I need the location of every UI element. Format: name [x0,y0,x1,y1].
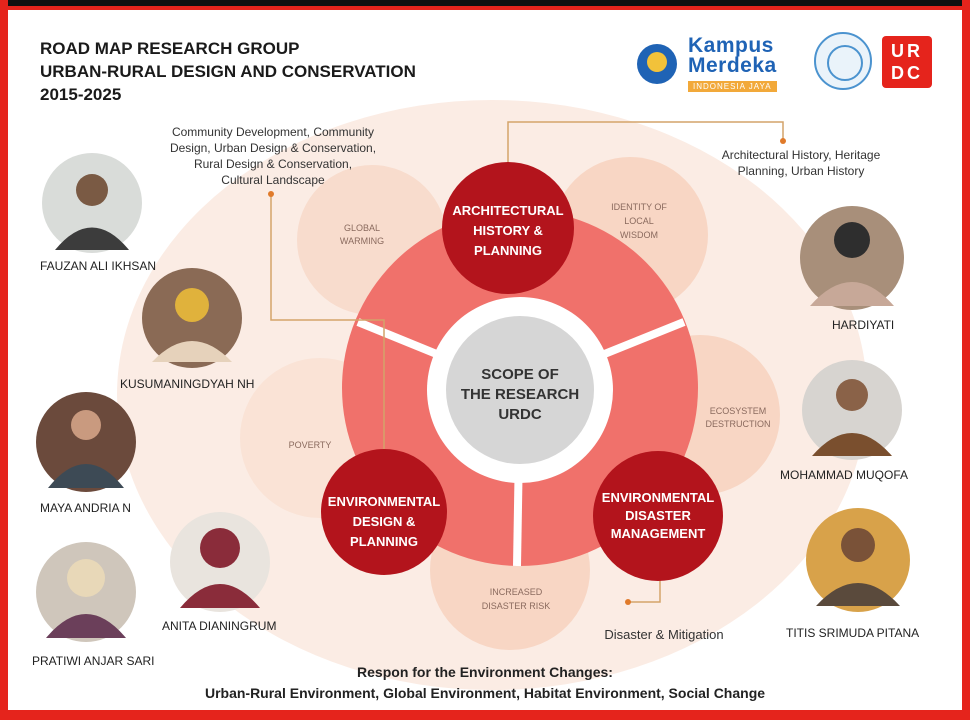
person-name-muqofa: MOHAMMAD MUQOFA [780,468,908,482]
scope-architectural-label: ARCHITECTURAL HISTORY & PLANNING [442,201,574,261]
title-line-3: 2015-2025 [40,85,122,104]
connector-disaster [628,578,661,603]
tut-wuri-logo [637,44,677,84]
title-line-2: URBAN-RURAL DESIGN AND CONSERVATION [40,62,416,81]
portrait-anita [170,512,270,612]
person-name-fauzan: FAUZAN ALI IKHSAN [40,259,157,273]
issue-identity: IDENTITY OF LOCAL WISDOM [598,200,680,242]
center-label: SCOPE OF THE RESEARCH URDC [446,365,594,425]
person-name-pratiwi: PRATIWI ANJAR SARI [32,654,155,668]
page-title: ROAD MAP RESEARCH GROUP URBAN-RURAL DESI… [40,37,416,106]
urdc-logo-top: UR [891,41,923,61]
person-name-hardiyati: HARDIYATI [832,318,895,332]
issue-poverty-line-1: POVERTY [288,440,332,450]
person-name-anita: ANITA DIANINGRUM [162,619,277,633]
frame-bottom [0,710,970,720]
issue-ecosystem-line-2: DESTRUCTION [705,419,771,429]
issue-global-warming: GLOBAL WARMING [322,222,402,248]
center-line-2: THE RESEARCH [460,386,580,403]
scope-environmental-design [321,449,447,575]
portrait-kusumaningdyah [142,268,242,368]
footer-line-2: Urban-Rural Environment, Global Environm… [204,685,766,701]
scope-architectural-line-1: ARCHITECTURAL [452,203,564,218]
scope-disaster-line-1: ENVIRONMENTAL [601,490,715,505]
urdc-logo-bottom: DC [891,63,923,83]
issue-identity-line-1: IDENTITY OF [611,202,667,212]
description-history-line-1: Architectural History, Heritage [721,148,881,162]
description-community: Community Development, Community Design,… [148,124,398,188]
person-name-kusumaningdyah: KUSUMANINGDYAH NH [120,377,255,391]
portrait-hardiyati [800,206,904,310]
person-name-titis: TITIS SRIMUDA PITANA [786,626,920,640]
scope-disaster-label: ENVIRONMENTAL DISASTER MANAGEMENT [592,489,724,543]
scope-architectural [442,162,574,294]
scope-environmental-design-line-2: DESIGN & [352,514,416,529]
issue-global-warming-line-1: GLOBAL [343,223,381,233]
issue-global-warming-line-2: WARMING [339,236,385,246]
issue-disaster-risk-line-1: INCREASED [489,587,543,597]
description-community-line-1: Community Development, Community [171,125,375,139]
description-community-line-4: Cultural Landscape [221,173,325,187]
university-seal-logo [814,32,872,90]
issue-identity-line-3: WISDOM [620,230,658,240]
description-community-line-2: Design, Urban Design & Conservation, [169,141,377,155]
kampus-logo-line-1: Kampus [688,34,774,57]
footer-line-1: Respon for the Environment Changes: [357,664,613,680]
portrait-titis [806,508,910,612]
frame-left [0,0,8,720]
issue-disaster-risk: INCREASED DISASTER RISK [466,585,566,613]
connector-dot-mitigation [625,599,631,605]
frame-top-line [0,0,970,6]
issue-ecosystem-line-1: ECOSYSTEM [709,406,767,416]
issue-disaster-risk-line-2: DISASTER RISK [481,601,551,611]
portrait-muqofa [802,360,902,460]
description-mitigation: Disaster & Mitigation [604,627,724,642]
frame-right [962,0,970,720]
description-history: Architectural History, Heritage Planning… [696,147,906,179]
center-line-3: URDC [498,406,542,423]
kampus-merdeka-logo: Kampus Merdeka INDONESIA JAYA [688,34,806,94]
scope-environmental-design-label: ENVIRONMENTAL DESIGN & PLANNING [318,492,450,552]
description-community-line-3: Rural Design & Conservation, [193,157,353,171]
issue-ecosystem: ECOSYSTEM DESTRUCTION [688,405,788,431]
portrait-maya [36,392,136,492]
scope-environmental-design-line-1: ENVIRONMENTAL [327,494,441,509]
scope-disaster [593,451,723,581]
kampus-logo-tag: INDONESIA JAYA [688,81,777,92]
description-history-line-2: Planning, Urban History [737,164,865,178]
person-name-maya: MAYA ANDRIA N [40,501,131,515]
frame-top-red [0,6,970,10]
issue-poverty: POVERTY [270,439,350,452]
connector-dot-history [780,138,786,144]
scope-architectural-line-2: HISTORY & [473,223,543,238]
connector-dot-community [268,191,274,197]
connector-architectural [507,121,784,163]
title-line-1: ROAD MAP RESEARCH GROUP [40,39,300,58]
kampus-logo-line-2: Merdeka [688,54,777,77]
connector-community [270,196,385,450]
center-line-1: SCOPE OF [481,366,559,383]
urdc-logo: UR DC [882,36,932,88]
scope-architectural-line-3: PLANNING [474,243,542,258]
portrait-fauzan [42,153,142,253]
scope-disaster-line-3: MANAGEMENT [610,526,706,541]
scope-environmental-design-line-3: PLANNING [350,534,418,549]
scope-disaster-line-2: DISASTER [625,508,691,523]
portrait-pratiwi [36,542,136,642]
issue-identity-line-2: LOCAL [624,216,654,226]
center-circle [446,316,594,464]
